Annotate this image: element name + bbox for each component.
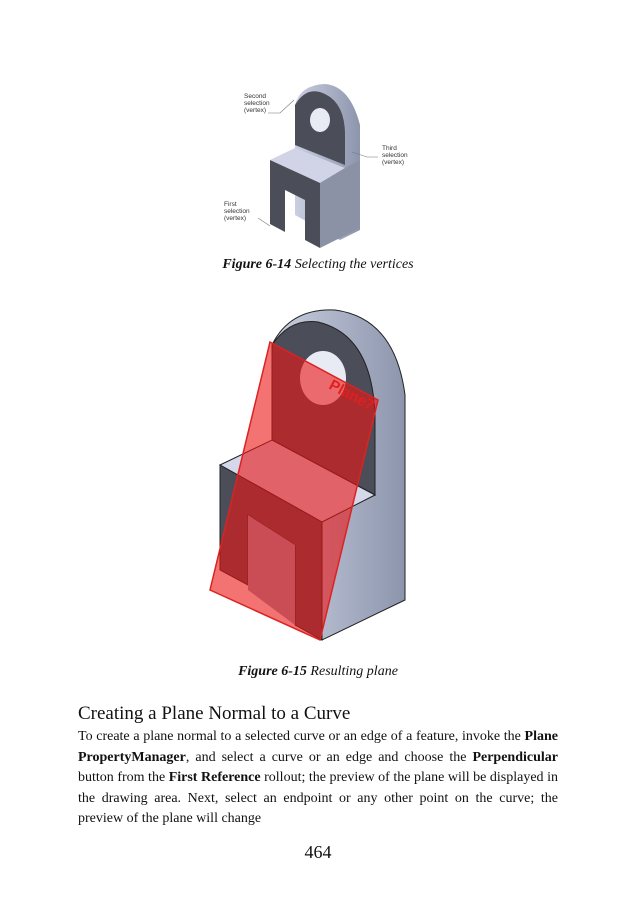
caption-text: Selecting the vertices [291,257,414,272]
figure-6-14-caption: Figure 6-14 Selecting the vertices [0,257,636,273]
caption-number: Figure 6-15 [238,664,307,679]
page-number: 464 [304,842,332,862]
section-heading: Creating a Plane Normal to a Curve [78,703,351,724]
figure-6-15-caption: Figure 6-15 Resulting plane [0,664,636,680]
caption-number: Figure 6-14 [222,257,292,272]
body-paragraph: To create a plane normal to a selected c… [78,729,558,827]
caption-text: Resulting plane [306,664,398,679]
plane-preview [209,340,379,642]
